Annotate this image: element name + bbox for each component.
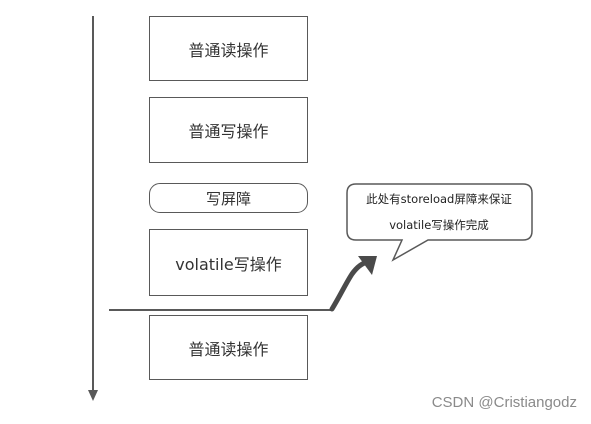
callout-line-2: volatile写操作完成: [389, 218, 489, 232]
callout-bubble: [346, 183, 533, 262]
op-normal-read-1-label: 普通读操作: [188, 40, 269, 60]
watermark: CSDN @Cristiangodz: [431, 394, 577, 411]
op-normal-read-2-label: 普通读操作: [188, 339, 269, 359]
timeline-arrowhead: [88, 390, 98, 401]
op-volatile-write: volatile写操作: [149, 229, 308, 296]
op-normal-read-2: 普通读操作: [149, 315, 308, 380]
op-normal-read-1: 普通读操作: [149, 16, 308, 81]
op-normal-write: 普通写操作: [149, 97, 308, 163]
pointer-arrowhead: [358, 256, 377, 275]
callout-text: 此处有storeload屏障来保证 volatile写操作完成: [347, 184, 531, 240]
write-barrier-label: 写屏障: [205, 189, 251, 208]
write-barrier-box: 写屏障: [149, 183, 308, 213]
callout-line-1: 此处有storeload屏障来保证: [366, 192, 512, 206]
pointer-arrow: [329, 259, 371, 312]
op-normal-write-label: 普通写操作: [188, 122, 269, 141]
op-volatile-write-label: volatile写操作: [175, 254, 282, 274]
